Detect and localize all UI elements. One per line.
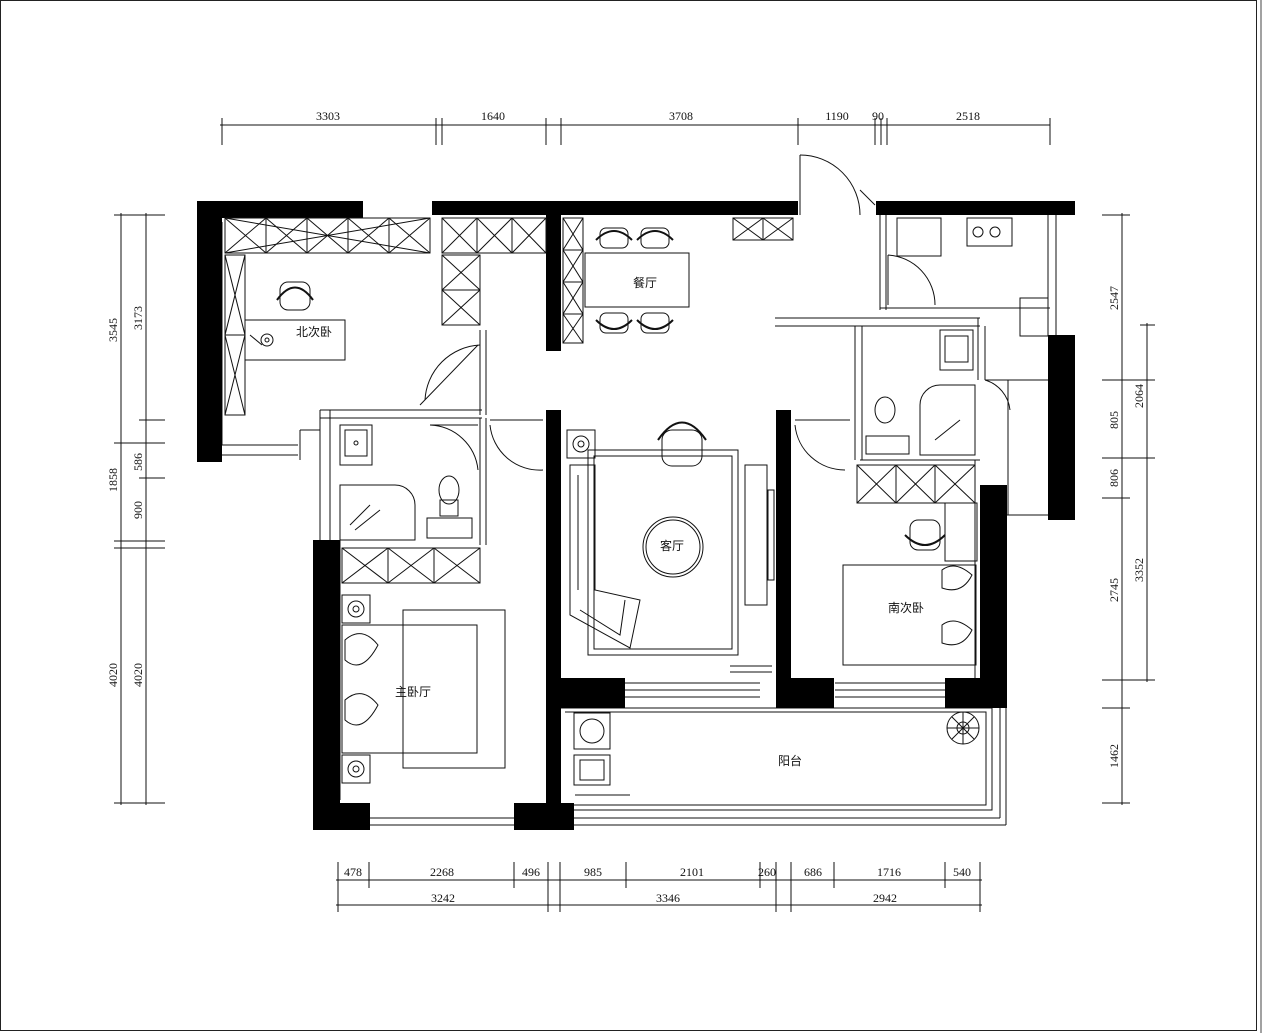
dim-bottom-total-2: 3346 (656, 891, 680, 905)
wall-master-left (313, 540, 340, 830)
wall-ne-top (876, 201, 1075, 215)
wall-n-mid-top (432, 201, 546, 215)
kitchen-bath-fixtures (865, 217, 1049, 456)
dim-right-outer-1: 2547 (1107, 286, 1121, 310)
dim-bottom-2: 2268 (430, 865, 454, 879)
dim-top-6: 2518 (956, 109, 980, 123)
dim-left-inner-2: 586 (131, 453, 145, 471)
dim-bottom-3: 496 (522, 865, 540, 879)
dim-bottom-7: 686 (804, 865, 822, 879)
dim-bottom-8: 1716 (877, 865, 901, 879)
dim-right-inner-1: 2064 (1132, 384, 1146, 408)
wall-living-right (776, 410, 791, 708)
dim-left-inner-1: 3173 (131, 306, 145, 330)
room-label-master-bedroom: 主卧厅 (395, 685, 431, 699)
dim-left-inner-4: 4020 (131, 663, 145, 687)
walls (197, 201, 1075, 830)
wall-nw-top (197, 201, 363, 218)
wall-living-bl (514, 803, 574, 830)
wall-nw-left (197, 201, 222, 462)
dim-bottom-total-3: 2942 (873, 891, 897, 905)
bottom-dimension-lines: 478 2268 496 985 2101 260 686 1716 540 3… (336, 862, 982, 912)
master-bathroom-fixtures (339, 424, 473, 541)
wall-ne-right (1048, 335, 1075, 520)
wall-dining-top (546, 201, 798, 215)
dim-left-outer-3: 4020 (106, 663, 120, 687)
dim-bottom-1: 478 (344, 865, 362, 879)
dim-top-3: 3708 (669, 109, 693, 123)
wall-living-bottom-left (546, 678, 625, 708)
cabinets (224, 217, 976, 584)
south-bedroom-furniture (842, 502, 978, 666)
dim-bottom-4: 985 (584, 865, 602, 879)
room-label-dining: 餐厅 (633, 275, 657, 290)
dim-right-outer-5: 1462 (1107, 744, 1121, 768)
north-bedroom-furniture (244, 281, 346, 361)
dim-bottom-6: 260 (758, 865, 776, 879)
living-room-furniture (566, 421, 775, 673)
room-label-north-bedroom: 北次卧 (296, 325, 332, 339)
dim-left-inner-3: 900 (131, 501, 145, 519)
left-dimension-lines: 3545 1858 4020 3173 586 900 4020 (106, 213, 165, 805)
dim-bottom-9: 540 (953, 865, 971, 879)
dim-top-2: 1640 (481, 109, 505, 123)
dim-top-5: 90 (872, 109, 884, 123)
dim-right-outer-4: 2745 (1107, 578, 1121, 602)
room-label-south-bedroom: 南次卧 (888, 600, 924, 615)
dim-right-outer-2: 805 (1107, 411, 1121, 429)
balcony-fixtures (573, 711, 980, 796)
dim-top-1: 3303 (316, 109, 340, 123)
wall-south-right (980, 485, 1007, 708)
wall-master-bottom (313, 803, 370, 830)
wall-living-left (546, 410, 561, 830)
dim-right-outer-3: 806 (1107, 469, 1121, 487)
right-dimension-lines: 2547 805 806 2745 1462 2064 3352 (1102, 213, 1155, 805)
dim-left-outer-1: 3545 (106, 318, 120, 342)
dining-furniture (584, 227, 690, 334)
dim-left-outer-2: 1858 (106, 468, 120, 492)
wall-living-bottom-right (776, 678, 834, 708)
room-label-living: 客厅 (660, 538, 684, 553)
dim-top-4: 1190 (825, 109, 849, 123)
dim-right-inner-2: 3352 (1132, 558, 1146, 582)
top-dimension-line: 3303 1640 3708 1190 90 2518 (220, 109, 1051, 145)
master-bedroom-furniture (341, 594, 506, 784)
room-label-balcony: 阳台 (778, 753, 802, 768)
dim-bottom-total-1: 3242 (431, 891, 455, 905)
wall-dining-left (546, 201, 561, 351)
dim-bottom-5: 2101 (680, 865, 704, 879)
